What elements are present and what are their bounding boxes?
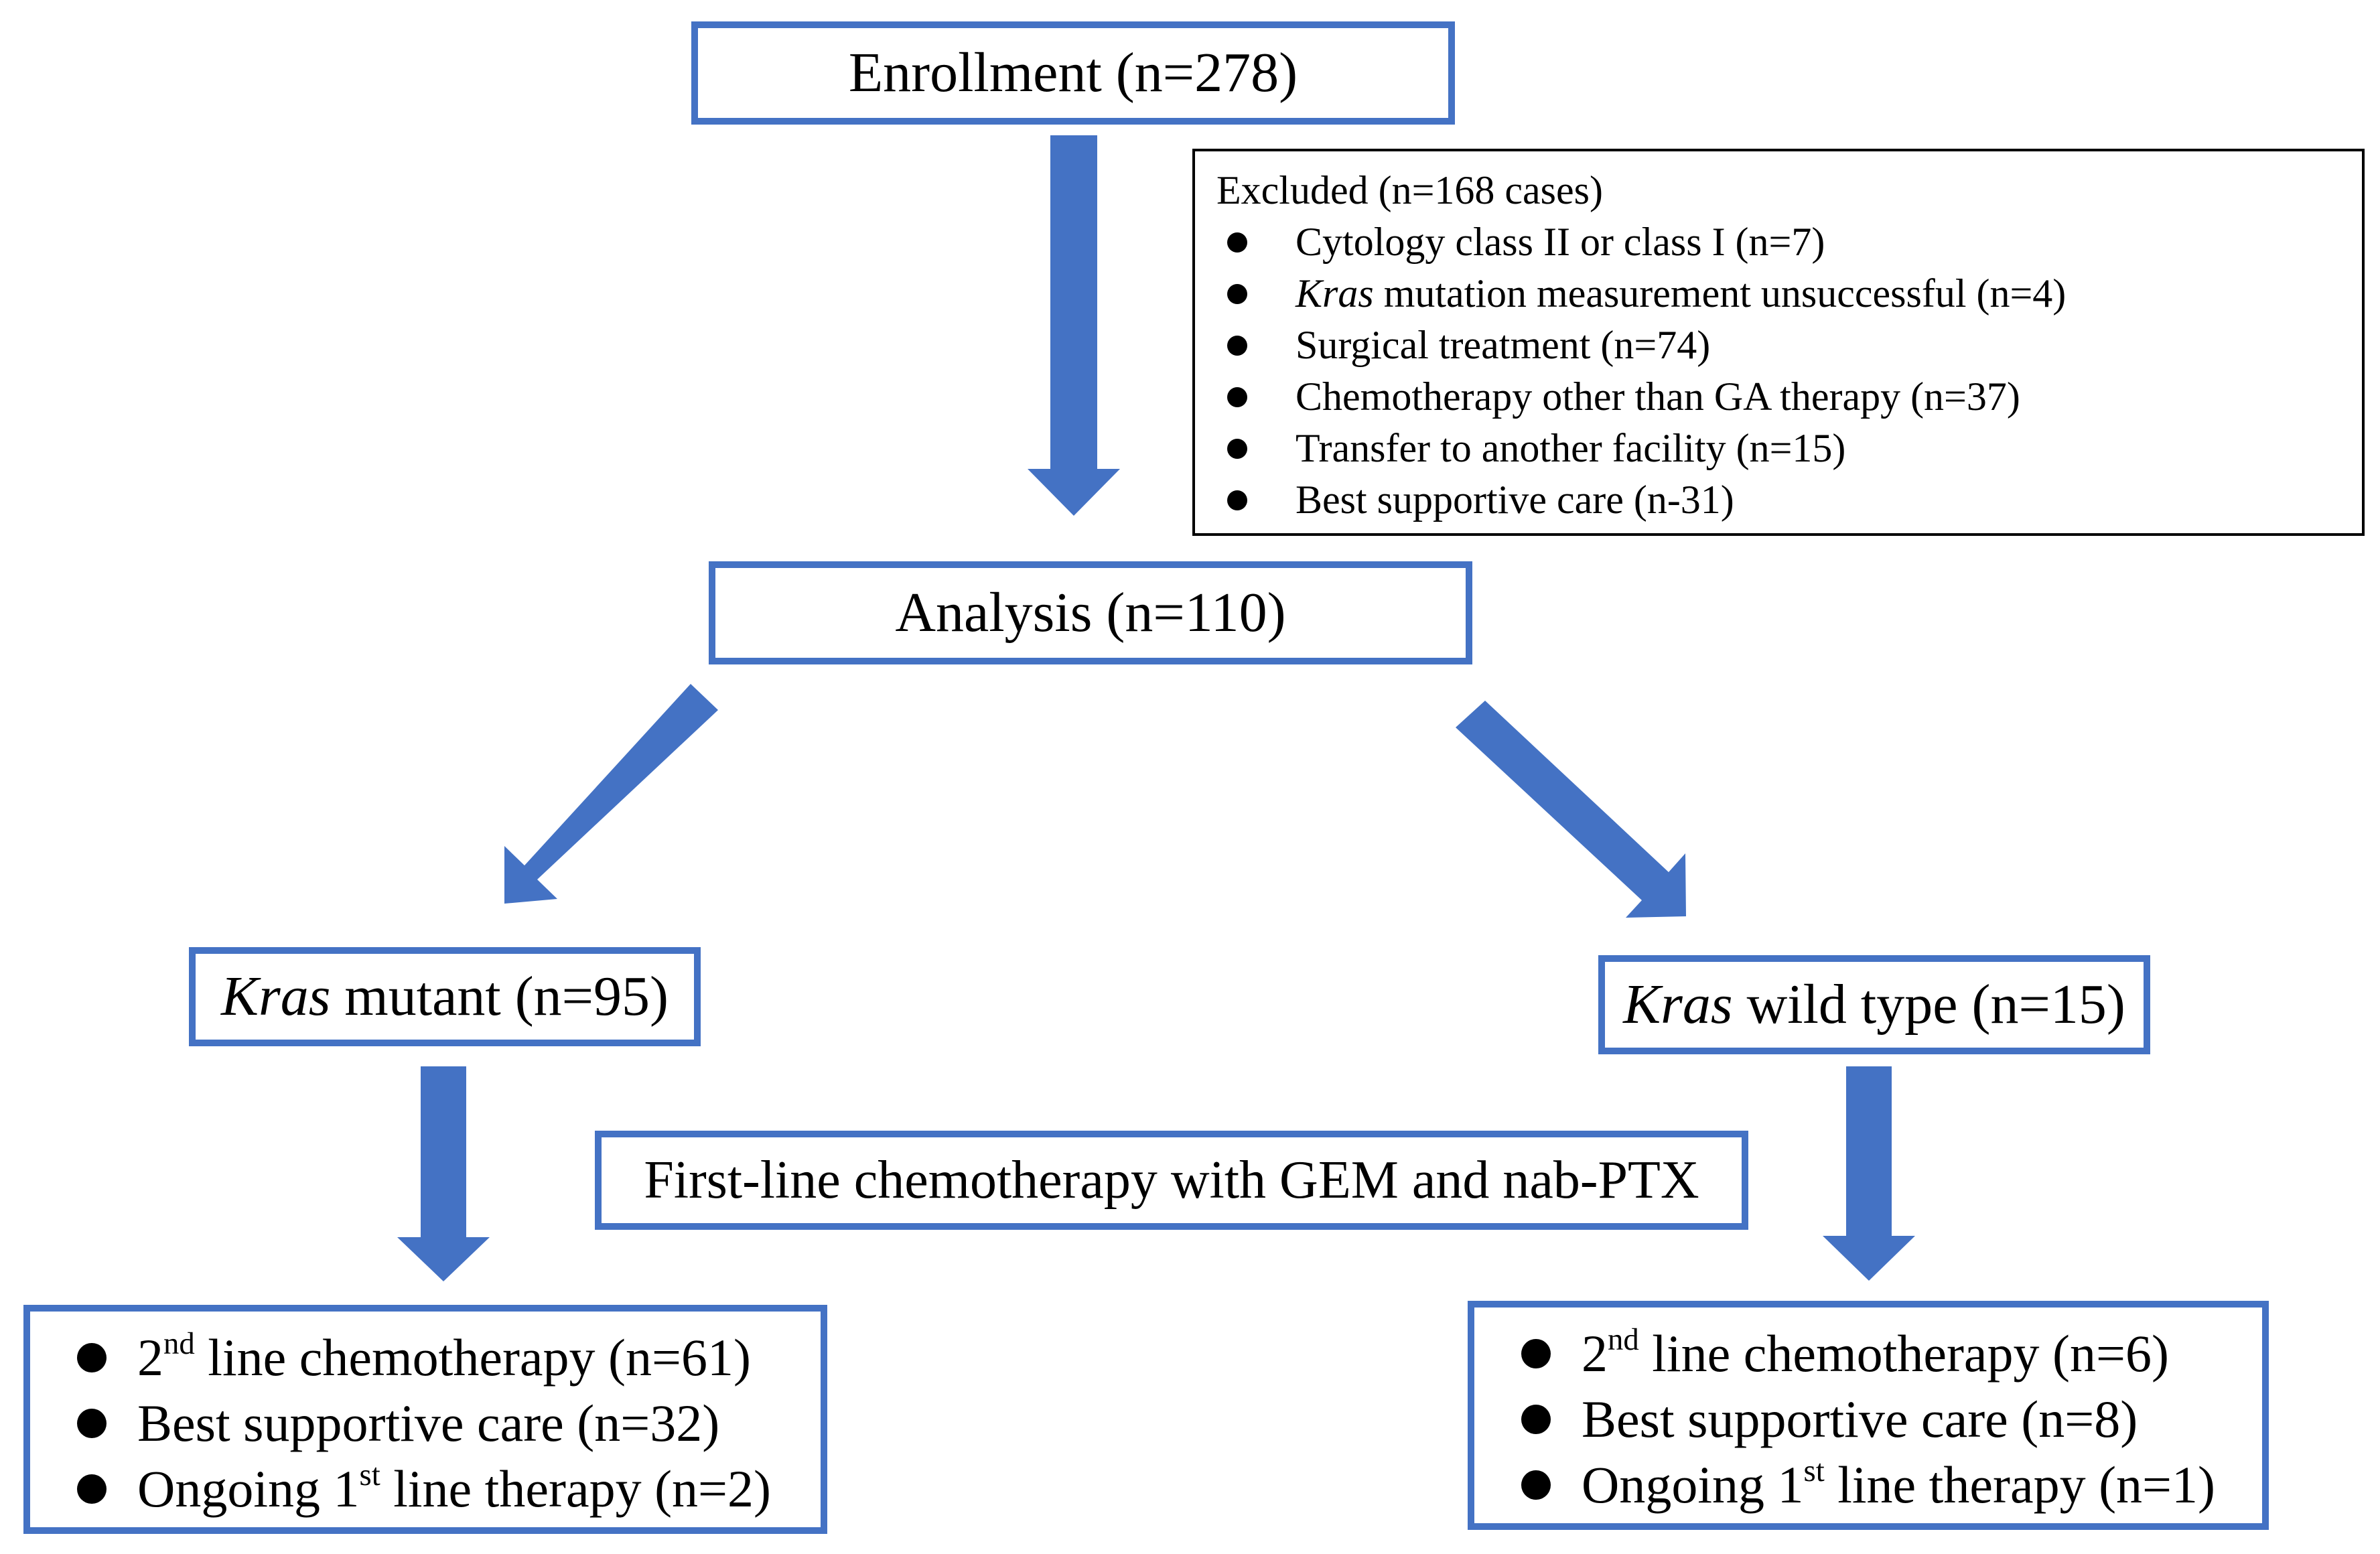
kras-wild-box: Kras wild type (n=15) xyxy=(1598,955,2150,1054)
excluded-title: Excluded (n=168 cases) xyxy=(1216,168,1603,212)
outcome-text: 2nd line chemotherapy (n=61) xyxy=(137,1325,751,1391)
outcome-text: Best supportive care (n=8) xyxy=(1582,1390,2138,1448)
outcome-item: Best supportive care (n=8) xyxy=(1494,1387,2262,1452)
analysis-label: Analysis (n=110) xyxy=(895,581,1286,644)
ordinal-suffix: nd xyxy=(163,1326,195,1362)
arrow-analysis-to-wild xyxy=(1456,701,1686,918)
outcome-text-part: Ongoing 1 xyxy=(1582,1456,1804,1514)
outcome-item: Ongoing 1st line therapy (n=1) xyxy=(1494,1452,2262,1518)
arrow-analysis-to-mutant xyxy=(504,684,718,904)
enrollment-label: Enrollment (n=278) xyxy=(848,42,1298,104)
enrollment-box: Enrollment (n=278) xyxy=(691,21,1455,125)
kras-mutant-box: Kras mutant (n=95) xyxy=(189,947,701,1046)
first-line-box: First-line chemotherapy with GEM and nab… xyxy=(595,1131,1748,1230)
outcome-item: Best supportive care (n=32) xyxy=(50,1391,821,1456)
gene-name: Kras xyxy=(220,965,331,1028)
outcome-text-part: line chemotherapy (n=6) xyxy=(1638,1324,2169,1383)
outcome-text: Ongoing 1st line therapy (n=2) xyxy=(137,1456,771,1522)
bullet-icon xyxy=(1521,1470,1551,1500)
excluded-item-text: Best supportive care (n-31) xyxy=(1296,478,1734,522)
excluded-item-text: Chemotherapy other than GA therapy (n=37… xyxy=(1296,374,2020,419)
excluded-item: Cytology class II or class I (n=7) xyxy=(1216,216,2362,268)
outcome-text-part: Ongoing 1 xyxy=(137,1460,360,1518)
outcome-text: Best supportive care (n=32) xyxy=(137,1394,720,1452)
arrow-mutant-to-outcomes xyxy=(397,1066,490,1281)
outcome-text: 2nd line chemotherapy (n=6) xyxy=(1582,1321,2169,1387)
excluded-item: Surgical treatment (n=74) xyxy=(1216,320,2362,371)
outcome-text-part: 2 xyxy=(1582,1324,1608,1383)
bullet-icon xyxy=(77,1343,107,1372)
bullet-icon xyxy=(1227,438,1247,459)
ordinal-suffix: st xyxy=(1803,1454,1825,1489)
excluded-item-text: Surgical treatment (n=74) xyxy=(1296,323,1711,367)
first-line-label: First-line chemotherapy with GEM and nab… xyxy=(644,1150,1699,1210)
bullet-icon xyxy=(1521,1339,1551,1368)
outcome-text: Ongoing 1st line therapy (n=1) xyxy=(1582,1452,2215,1518)
excluded-item: Chemotherapy other than GA therapy (n=37… xyxy=(1216,371,2362,423)
analysis-box: Analysis (n=110) xyxy=(709,561,1472,664)
mutant-outcomes-box: 2nd line chemotherapy (n=61) Best suppor… xyxy=(23,1305,827,1534)
excluded-item-text: mutation measurement unsuccessful (n=4) xyxy=(1373,271,2067,315)
kras-mutant-label: mutant (n=95) xyxy=(330,965,669,1028)
outcome-text-part: 2 xyxy=(137,1328,163,1387)
bullet-icon xyxy=(1227,283,1247,304)
outcome-text-part: line chemotherapy (n=61) xyxy=(194,1328,751,1387)
excluded-item-text: Transfer to another facility (n=15) xyxy=(1296,426,1846,470)
bullet-icon xyxy=(1227,335,1247,356)
ordinal-suffix: nd xyxy=(1608,1322,1639,1358)
gene-name: Kras xyxy=(1623,973,1733,1036)
excluded-item: Best supportive care (n-31) xyxy=(1216,474,2362,526)
outcome-text-part: line therapy (n=1) xyxy=(1824,1456,2216,1514)
arrow-wild-to-outcomes xyxy=(1823,1066,1915,1281)
bullet-icon xyxy=(1227,386,1247,407)
outcome-item: 2nd line chemotherapy (n=61) xyxy=(50,1325,821,1391)
outcome-item: Ongoing 1st line therapy (n=2) xyxy=(50,1456,821,1522)
bullet-icon xyxy=(1227,490,1247,510)
bullet-icon xyxy=(1227,232,1247,253)
ordinal-suffix: st xyxy=(359,1458,380,1493)
bullet-icon xyxy=(77,1474,107,1504)
bullet-icon xyxy=(77,1409,107,1438)
wild-outcomes-box: 2nd line chemotherapy (n=6) Best support… xyxy=(1468,1301,2269,1530)
excluded-box: Excluded (n=168 cases) Cytology class II… xyxy=(1192,149,2365,536)
kras-wild-label: wild type (n=15) xyxy=(1732,973,2125,1036)
excluded-item: Transfer to another facility (n=15) xyxy=(1216,423,2362,474)
excluded-item: Kras mutation measurement unsuccessful (… xyxy=(1216,268,2362,320)
gene-name: Kras xyxy=(1296,271,1374,315)
bullet-icon xyxy=(1521,1405,1551,1434)
excluded-item-text: Cytology class II or class I (n=7) xyxy=(1296,220,1825,264)
outcome-text-part: line therapy (n=2) xyxy=(380,1460,772,1518)
arrow-enrollment-to-analysis xyxy=(1028,135,1120,516)
outcome-item: 2nd line chemotherapy (n=6) xyxy=(1494,1321,2262,1387)
